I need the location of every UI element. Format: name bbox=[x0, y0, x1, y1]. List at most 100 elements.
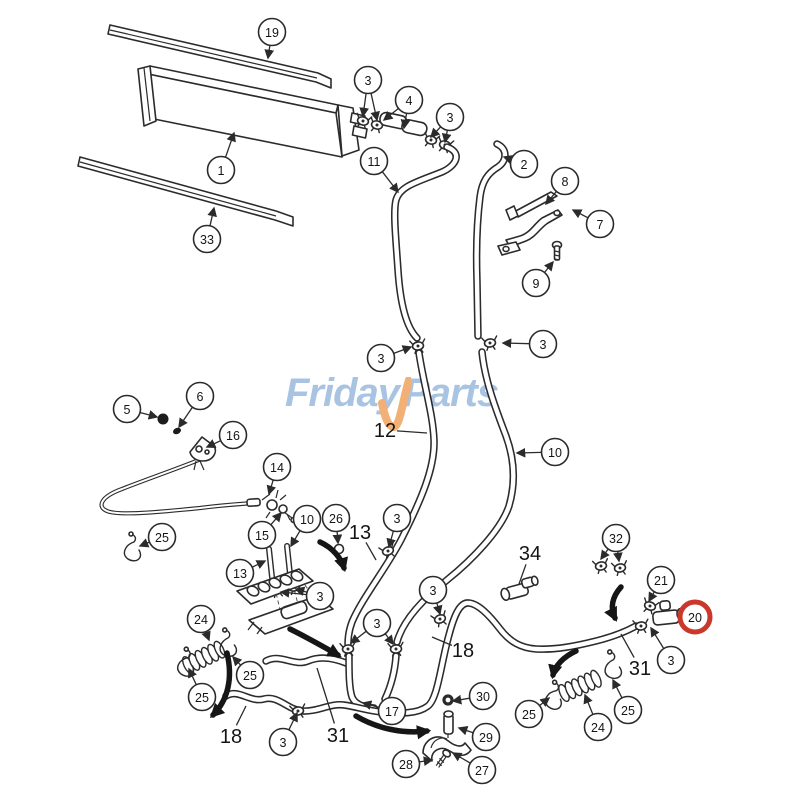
bolt-28 bbox=[435, 749, 452, 768]
svg-text:13: 13 bbox=[349, 522, 371, 544]
part-callout-7: 7 bbox=[571, 209, 615, 239]
svg-text:3: 3 bbox=[394, 512, 401, 526]
part-callout-3: 3 bbox=[382, 503, 412, 549]
svg-text:6: 6 bbox=[197, 390, 204, 404]
part-callout-26: 26 bbox=[321, 503, 351, 545]
svg-text:21: 21 bbox=[654, 574, 668, 588]
nut-30 bbox=[442, 694, 454, 706]
pin-29 bbox=[443, 710, 454, 738]
svg-text:13: 13 bbox=[233, 567, 247, 581]
bracket-7 bbox=[497, 209, 563, 256]
part-label-13: 13 bbox=[349, 522, 377, 561]
svg-text:25: 25 bbox=[243, 669, 257, 683]
part-callout-3: 3 bbox=[501, 329, 558, 359]
svg-text:3: 3 bbox=[374, 617, 381, 631]
part-callout-11: 11 bbox=[359, 146, 399, 194]
svg-text:15: 15 bbox=[255, 529, 269, 543]
elbow-hose-17 bbox=[345, 652, 378, 712]
svg-text:31: 31 bbox=[327, 725, 349, 747]
svg-text:10: 10 bbox=[548, 446, 562, 460]
part-callout-3: 3 bbox=[418, 575, 448, 616]
clamps-32 bbox=[591, 557, 630, 577]
svg-text:31: 31 bbox=[629, 658, 651, 680]
hose-2 bbox=[472, 140, 509, 340]
part-callout-25: 25 bbox=[231, 655, 265, 690]
part-callout-2: 2 bbox=[502, 149, 539, 179]
part-callout-24: 24 bbox=[186, 604, 216, 642]
hose-31-short bbox=[262, 654, 350, 667]
svg-text:5: 5 bbox=[124, 403, 131, 417]
manifold-group bbox=[236, 543, 345, 635]
svg-text:32: 32 bbox=[609, 532, 623, 546]
part-label-31: 31 bbox=[620, 633, 651, 680]
svg-text:25: 25 bbox=[195, 691, 209, 705]
part-callout-33: 33 bbox=[192, 206, 222, 254]
part-callout-29: 29 bbox=[457, 722, 501, 752]
svg-text:18: 18 bbox=[220, 726, 242, 748]
cable-clevis-14-15 bbox=[261, 489, 298, 524]
part-callout-3: 3 bbox=[349, 608, 394, 646]
svg-text:27: 27 bbox=[475, 764, 489, 778]
part-callout-10: 10 bbox=[290, 504, 322, 548]
svg-text:24: 24 bbox=[591, 721, 605, 735]
svg-text:25: 25 bbox=[155, 531, 169, 545]
svg-text:33: 33 bbox=[200, 233, 214, 247]
svg-text:25: 25 bbox=[522, 708, 536, 722]
part-callout-10: 10 bbox=[515, 437, 570, 467]
part-callout-3: 3 bbox=[429, 102, 465, 144]
svg-text:34: 34 bbox=[519, 543, 541, 565]
watermark-check-icon bbox=[378, 377, 412, 432]
svg-text:1: 1 bbox=[218, 164, 225, 178]
svg-text:4: 4 bbox=[406, 94, 413, 108]
svg-text:11: 11 bbox=[368, 155, 381, 169]
svg-text:12: 12 bbox=[374, 420, 396, 442]
clamp-3-fitting bbox=[632, 618, 650, 635]
part-callout-25: 25 bbox=[612, 678, 643, 725]
part-callout-14: 14 bbox=[262, 452, 292, 496]
svg-text:29: 29 bbox=[479, 731, 493, 745]
part-label-34: 34 bbox=[518, 543, 541, 585]
part-callout-28: 28 bbox=[391, 749, 434, 779]
hose-10-stub bbox=[381, 652, 400, 703]
part-callout-3: 3 bbox=[366, 343, 413, 373]
svg-text:10: 10 bbox=[300, 513, 314, 527]
svg-text:7: 7 bbox=[597, 218, 604, 232]
watermark-text-frida: Frida bbox=[285, 371, 379, 415]
grommet-5 bbox=[157, 413, 169, 425]
cable-clip-25 bbox=[123, 531, 142, 562]
control-cable bbox=[99, 454, 261, 516]
svg-text:3: 3 bbox=[430, 584, 437, 598]
part-callout-25: 25 bbox=[187, 667, 217, 712]
part-callout-32: 32 bbox=[600, 523, 631, 563]
part-callout-9: 9 bbox=[521, 260, 554, 298]
mounting-rail-bottom bbox=[77, 156, 294, 227]
part-callout-21: 21 bbox=[646, 565, 676, 603]
part-callout-4: 4 bbox=[382, 85, 424, 130]
connector-tube bbox=[379, 111, 428, 137]
svg-text:16: 16 bbox=[226, 429, 240, 443]
svg-text:8: 8 bbox=[562, 175, 569, 189]
part-callout-6: 6 bbox=[178, 381, 215, 429]
part-callout-27: 27 bbox=[451, 752, 497, 785]
part-callout-16: 16 bbox=[205, 420, 248, 450]
part-label-31: 31 bbox=[316, 667, 349, 747]
svg-text:2: 2 bbox=[521, 158, 528, 172]
svg-text:3: 3 bbox=[540, 338, 547, 352]
part-callout-25: 25 bbox=[138, 522, 177, 552]
part-callout-3: 3 bbox=[279, 581, 335, 611]
mounting-rail-top bbox=[107, 24, 332, 89]
part-label-18: 18 bbox=[431, 636, 474, 662]
part-callout-30: 30 bbox=[451, 681, 498, 711]
svg-text:3: 3 bbox=[365, 74, 372, 88]
svg-text:26: 26 bbox=[329, 512, 343, 526]
svg-text:18: 18 bbox=[452, 640, 474, 662]
part-callout-13: 13 bbox=[225, 558, 267, 588]
svg-text:14: 14 bbox=[270, 461, 284, 475]
part-callout-3: 3 bbox=[353, 65, 383, 122]
svg-text:9: 9 bbox=[533, 277, 540, 291]
svg-text:19: 19 bbox=[265, 26, 279, 40]
oil-cooler bbox=[137, 65, 368, 158]
